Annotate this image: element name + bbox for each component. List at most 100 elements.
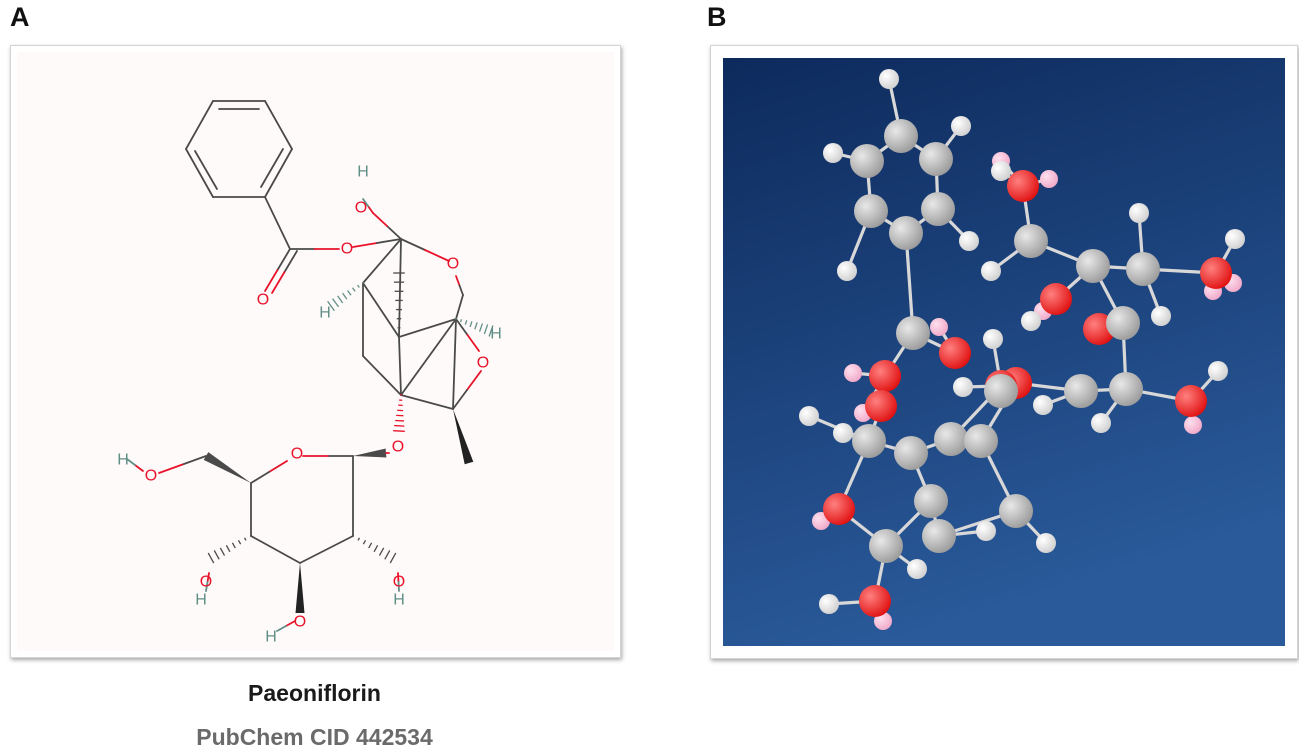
carbon-atom xyxy=(914,484,948,518)
hydroxyl-hydrogen-atom xyxy=(844,364,862,382)
oxygen-atom xyxy=(1040,283,1072,315)
hydroxyl-hydrogen-label: H xyxy=(117,452,129,469)
glycoside-hashed-bond xyxy=(393,394,405,432)
hydrogen-atom xyxy=(907,559,927,579)
h-bond xyxy=(126,458,136,466)
carbon-atom xyxy=(854,194,888,228)
hydroxyl-hydrogen-atom xyxy=(1184,416,1202,434)
hydrogen-atom xyxy=(1225,229,1245,249)
carbon-atom xyxy=(896,316,930,350)
ring-bond xyxy=(250,535,301,564)
stereo-hydrogen-label: H xyxy=(319,305,331,322)
hashed-bond xyxy=(352,534,397,564)
carbon-atom xyxy=(999,494,1033,528)
h-bond xyxy=(362,198,369,207)
h-bond xyxy=(276,625,287,632)
carbonyl-bond xyxy=(276,248,291,271)
oxygen-atom xyxy=(823,493,855,525)
hydrogen-atom xyxy=(837,261,857,281)
paeoniflorin-3d-ball-and-stick xyxy=(723,58,1285,646)
structure-background xyxy=(17,52,614,651)
structure-3d-frame xyxy=(710,45,1298,659)
carbon-atom xyxy=(1126,252,1160,286)
bridge-oxygen-label: O xyxy=(447,256,459,273)
ch2-wedge-bond xyxy=(203,452,251,483)
bond xyxy=(264,196,291,250)
hydroxyl-oxygen-label: O xyxy=(355,200,367,217)
oxygen-atom xyxy=(865,390,897,422)
bond xyxy=(398,238,402,338)
bond xyxy=(400,318,457,396)
carbon-atom xyxy=(922,519,956,553)
hydrogen-atom xyxy=(953,377,973,397)
carbon-atom xyxy=(889,216,923,250)
panel-b-label: B xyxy=(707,2,727,32)
benzene-bond xyxy=(264,100,293,150)
carbonyl-bond xyxy=(283,250,298,273)
h-bond xyxy=(134,464,144,472)
oxygen-atom xyxy=(1200,257,1232,289)
h-bond xyxy=(206,572,210,583)
bond xyxy=(455,294,464,320)
bond xyxy=(452,318,457,410)
hydrogen-atom xyxy=(833,423,853,443)
benzene-inner-bond xyxy=(260,148,284,188)
oxygen-atom xyxy=(939,337,971,369)
carbonyl-oxygen-label: O xyxy=(257,292,269,309)
ring-bond xyxy=(268,460,288,473)
carbon-atom xyxy=(1106,306,1140,340)
methyl-wedge-bond xyxy=(453,409,474,465)
compound-name: Paeoniflorin xyxy=(248,680,381,706)
h-bond xyxy=(205,581,209,592)
ether-bond xyxy=(452,389,468,410)
carbon-atom xyxy=(884,119,918,153)
h-bond xyxy=(397,572,400,583)
glycoside-oxygen-label: O xyxy=(392,439,404,456)
glycoside-wedge-bond xyxy=(353,448,387,458)
carbon-atom xyxy=(1064,374,1098,408)
hydrogen-atom xyxy=(981,261,1001,281)
hydroxyl-hydrogen-atom xyxy=(1040,170,1058,188)
carbon-atom xyxy=(894,436,928,470)
ether-bond xyxy=(424,249,450,262)
wedge-bond xyxy=(295,563,305,613)
carbonyl-bond xyxy=(264,269,279,292)
carbonyl-bond xyxy=(271,271,286,294)
hydroxyl-hydrogen-label: H xyxy=(265,629,277,646)
hydroxyl-hydrogen-label: H xyxy=(393,592,405,609)
hydrogen-atom xyxy=(1129,203,1149,223)
hydrogen-atom xyxy=(879,69,899,89)
carbon-atom xyxy=(850,144,884,178)
ester-oxygen-label: O xyxy=(341,241,353,258)
hydroxyl-oxygen-label: O xyxy=(145,468,157,485)
carbon-atom xyxy=(934,422,968,456)
carbon-atom xyxy=(1014,224,1048,258)
pubchem-cid: PubChem CID 442534 xyxy=(196,724,433,750)
hydrogen-atom xyxy=(819,594,839,614)
h-bond xyxy=(285,620,296,627)
hydrogen-atom xyxy=(1036,533,1056,553)
panel-a-label: A xyxy=(10,2,30,32)
bond xyxy=(362,282,400,338)
ch2oh-bond xyxy=(158,463,184,474)
bond xyxy=(362,238,402,284)
ring-oxygen-label: O xyxy=(291,446,303,463)
benzene-bond xyxy=(185,148,214,198)
bond xyxy=(398,318,457,338)
h-bond xyxy=(367,205,374,214)
carbon-atom xyxy=(852,424,886,458)
oxygen-atom xyxy=(1175,385,1207,417)
hydrogen-atom xyxy=(976,521,996,541)
ether-bond xyxy=(400,238,426,251)
stereo-hydrogen-bond xyxy=(327,281,364,312)
benzene-bond xyxy=(185,100,214,150)
hydrogen-atom xyxy=(1021,311,1041,331)
hydrogen-atom xyxy=(951,116,971,136)
ether-bond xyxy=(466,370,482,391)
bridge-oxygen-label: O xyxy=(477,355,489,372)
oxygen-atom xyxy=(1007,170,1039,202)
hydroxyl-oxygen-label: O xyxy=(200,574,212,591)
hydrogen-atom xyxy=(991,161,1011,181)
hydroxyl-oxygen-label: O xyxy=(393,574,405,591)
